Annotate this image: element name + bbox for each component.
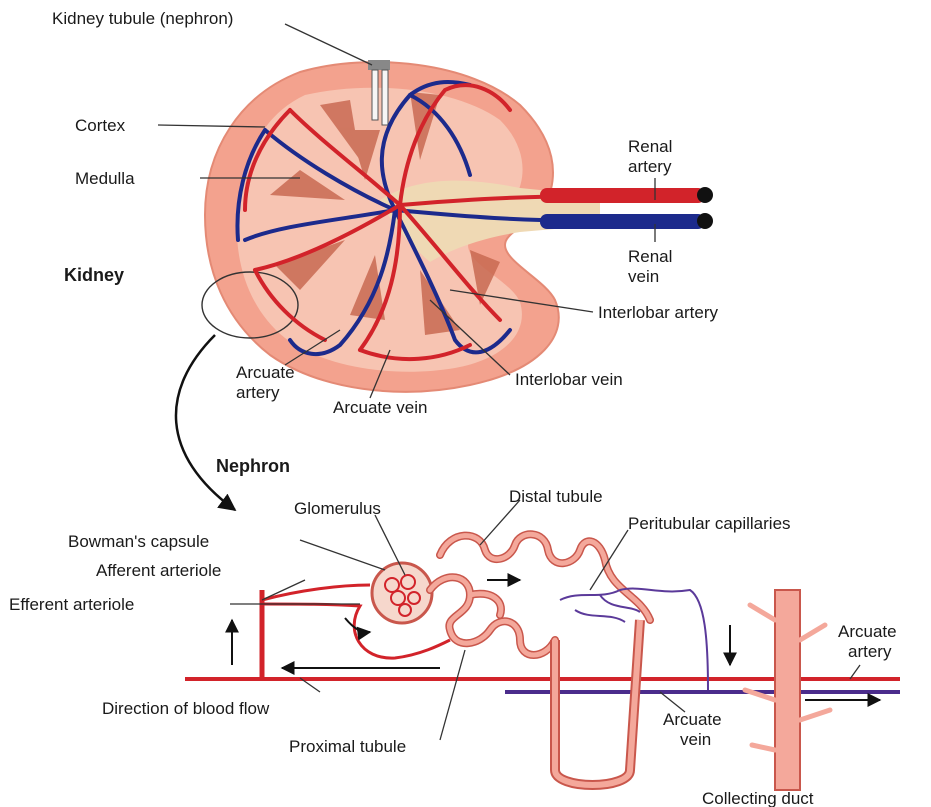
title-nephron: Nephron (216, 456, 290, 476)
label-interlobar-vein: Interlobar vein (515, 370, 623, 389)
label-bowmans-capsule: Bowman's capsule (68, 532, 209, 551)
proximal-tubule-fill (430, 577, 555, 655)
label-kidney-tubule: Kidney tubule (nephron) (52, 9, 233, 28)
label-arcuate-artery-nephron-line2: artery (848, 642, 892, 661)
proximal-tubule (430, 577, 555, 655)
label-interlobar-artery: Interlobar artery (598, 303, 718, 322)
label-proximal-tubule: Proximal tubule (289, 737, 406, 756)
kidney-illustration (202, 60, 713, 392)
label-cortex: Cortex (75, 116, 126, 135)
label-collecting-duct: Collecting duct (702, 789, 814, 807)
label-afferent-arteriole: Afferent arteriole (96, 561, 221, 580)
title-kidney: Kidney (64, 265, 124, 285)
label-renal-artery-line2: artery (628, 157, 672, 176)
label-arcuate-vein-nephron-line1: Arcuate (663, 710, 722, 729)
renal-artery-vessel (540, 188, 705, 203)
label-arcuate-artery-line2: artery (236, 383, 280, 402)
curved-arrow-icon (176, 335, 235, 510)
label-arcuate-vein-nephron-line2: vein (680, 730, 711, 749)
label-renal-vein-line2: vein (628, 267, 659, 286)
renal-vein-vessel (540, 214, 705, 229)
label-efferent-arteriole: Efferent arteriole (9, 595, 134, 614)
label-direction-of-blood-flow: Direction of blood flow (102, 699, 270, 718)
label-arcuate-vein: Arcuate vein (333, 398, 428, 417)
label-arcuate-artery-line1: Arcuate (236, 363, 295, 382)
collecting-duct (775, 590, 800, 790)
renal-artery-lumen (697, 187, 713, 203)
label-renal-vein-line1: Renal (628, 247, 672, 266)
label-peritubular-capillaries: Peritubular capillaries (628, 514, 791, 533)
label-medulla: Medulla (75, 169, 135, 188)
label-glomerulus: Glomerulus (294, 499, 381, 518)
renal-vein-lumen (697, 213, 713, 229)
label-distal-tubule: Distal tubule (509, 487, 603, 506)
label-arcuate-artery-nephron-line1: Arcuate (838, 622, 897, 641)
label-renal-artery-line1: Renal (628, 137, 672, 156)
loop-of-henle (555, 620, 640, 785)
